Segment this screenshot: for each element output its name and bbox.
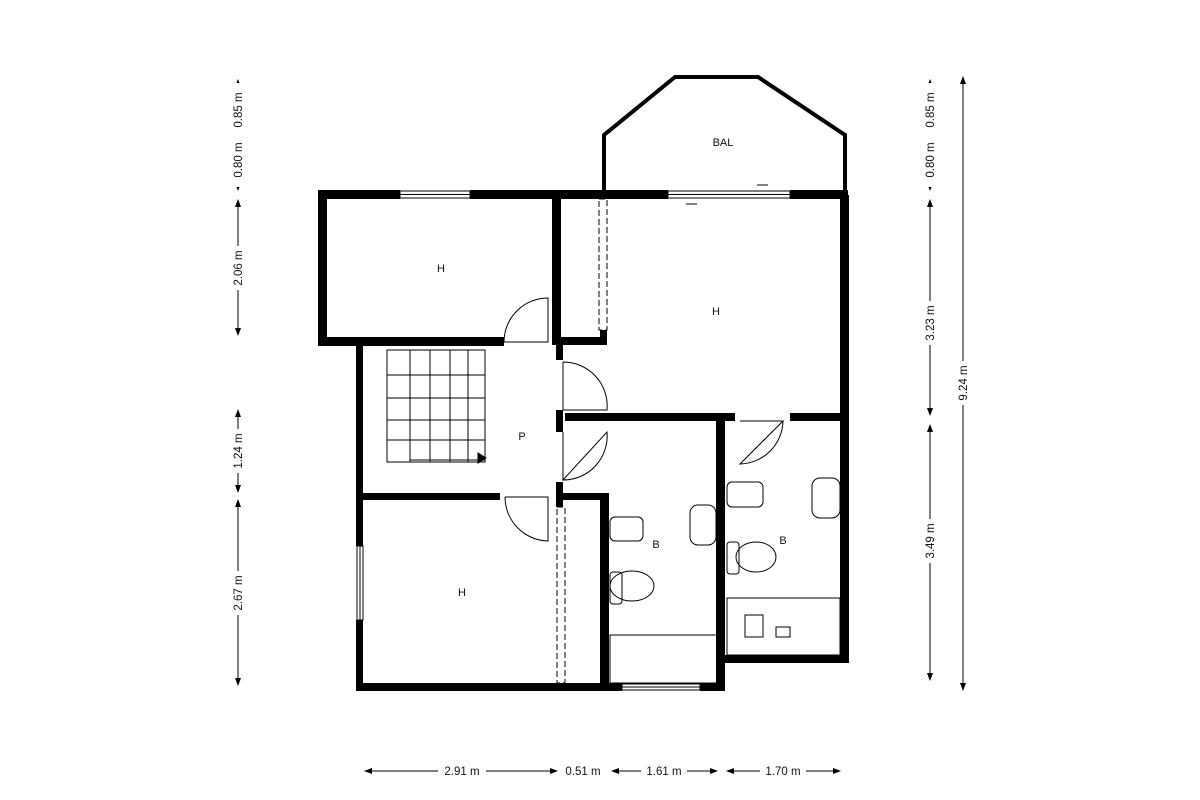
- room-label-bathroom-1: B: [652, 539, 659, 551]
- staircase: [386, 349, 487, 464]
- dim-right-0: 0.80 m: [925, 142, 937, 177]
- dim-left-4: 2.67 m: [233, 575, 245, 610]
- room-label-balcony: BAL: [713, 137, 734, 149]
- bathroom-fixtures: [609, 477, 841, 684]
- dim-right-total: 9.24 m: [958, 365, 970, 400]
- room-label-bedroom-top-left: H: [437, 263, 445, 275]
- dim-bottom-1: 0.51 m: [565, 766, 600, 778]
- room-label-bedroom-bottom-left: H: [458, 587, 466, 599]
- dim-right-2: 3.23 m: [925, 305, 937, 340]
- dim-right-1: 0.85 m: [925, 92, 937, 127]
- door-swings: [503, 297, 785, 542]
- room-label-bedroom-right: H: [712, 306, 720, 318]
- dim-bottom-0: 2.91 m: [444, 766, 479, 778]
- dim-left-2: 2.06 m: [233, 250, 245, 285]
- dim-bottom-3: 1.70 m: [765, 766, 800, 778]
- dimension-labels: 0.80 m 0.85 m 2.06 m 1.24 m 2.67 m 0.80 …: [233, 83, 971, 778]
- windows: [356, 184, 791, 691]
- sliding-doors: [556, 198, 608, 684]
- dim-left-1: 0.85 m: [233, 92, 245, 127]
- room-label-bathroom-2: B: [779, 535, 786, 547]
- dim-left-0: 0.80 m: [233, 142, 245, 177]
- room-labels: BAL H H P H B B: [437, 137, 787, 599]
- room-label-passage: P: [518, 431, 525, 443]
- dim-bottom-2: 1.61 m: [646, 766, 681, 778]
- dim-left-3: 1.24 m: [233, 433, 245, 468]
- dim-right-3: 3.49 m: [925, 523, 937, 558]
- balcony-outline: [602, 75, 847, 192]
- walls: [318, 190, 849, 691]
